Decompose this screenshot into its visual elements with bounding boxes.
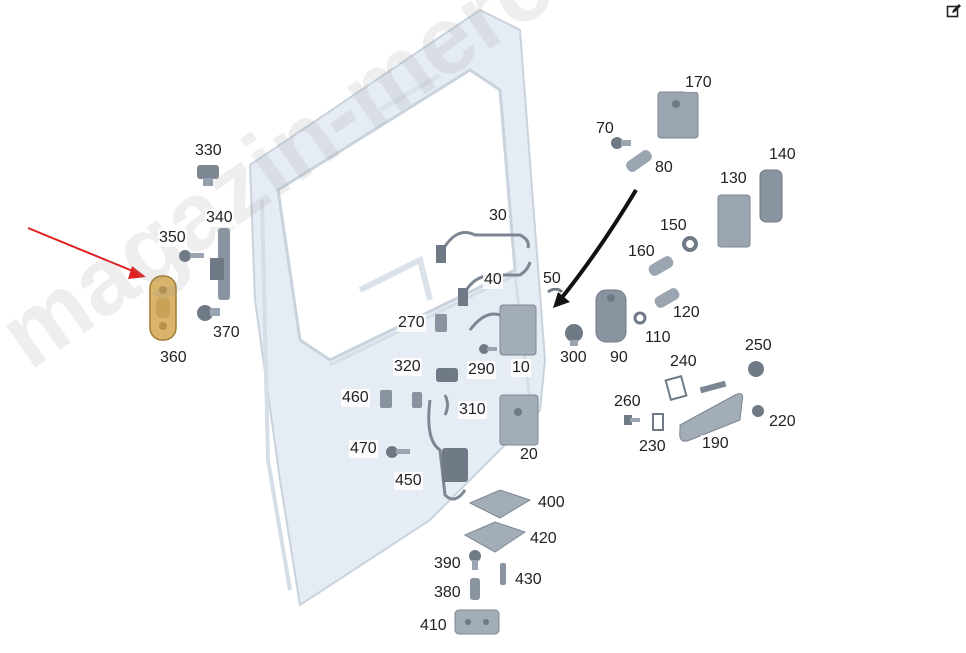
part-220-cap[interactable] <box>752 405 764 417</box>
part-40-cable[interactable] <box>458 261 532 306</box>
part-170-hinge[interactable] <box>657 91 699 139</box>
callout-300[interactable]: 300 <box>559 349 588 367</box>
part-90-door-stop[interactable] <box>595 289 627 343</box>
callout-260[interactable]: 260 <box>613 393 642 411</box>
callout-450[interactable]: 450 <box>394 472 423 490</box>
callout-390[interactable]: 390 <box>433 555 462 573</box>
callout-150[interactable]: 150 <box>659 217 688 235</box>
callout-430[interactable]: 430 <box>514 571 543 589</box>
part-260-screw[interactable] <box>624 415 640 425</box>
part-390-screw[interactable] <box>469 550 481 570</box>
assembly-direction-arrow <box>553 188 638 308</box>
callout-120[interactable]: 120 <box>672 304 701 322</box>
part-420-plate[interactable] <box>463 521 527 553</box>
red-pointer-arrow <box>27 227 146 279</box>
callout-470[interactable]: 470 <box>349 440 378 458</box>
callout-410[interactable]: 410 <box>419 617 448 635</box>
callout-380[interactable]: 380 <box>433 584 462 602</box>
part-360-striker-highlighted[interactable] <box>149 275 177 341</box>
callout-70[interactable]: 70 <box>595 120 615 138</box>
callout-20[interactable]: 20 <box>519 446 539 464</box>
part-140-cover[interactable] <box>759 169 783 223</box>
part-400-plate[interactable] <box>468 489 532 519</box>
part-50-clip[interactable] <box>547 287 564 294</box>
part-410-plate[interactable] <box>454 609 500 635</box>
part-320-connector[interactable] <box>436 368 458 382</box>
part-370-screw[interactable] <box>197 305 220 321</box>
part-70-bolt[interactable] <box>611 137 631 149</box>
callout-290[interactable]: 290 <box>467 361 496 379</box>
part-80-pin[interactable] <box>624 148 654 174</box>
callout-230[interactable]: 230 <box>638 438 667 456</box>
part-340-bracket[interactable] <box>210 228 230 300</box>
callout-360[interactable]: 360 <box>159 349 188 367</box>
callout-190[interactable]: 190 <box>701 435 730 453</box>
callout-400[interactable]: 400 <box>537 494 566 512</box>
part-290-screw[interactable] <box>479 344 497 354</box>
callout-340[interactable]: 340 <box>205 209 234 227</box>
callout-10[interactable]: 10 <box>511 359 531 377</box>
part-190-handle[interactable] <box>679 380 744 442</box>
callout-90[interactable]: 90 <box>609 349 629 367</box>
part-380-screw[interactable] <box>470 578 480 600</box>
pencil-square-icon[interactable] <box>946 3 962 19</box>
callout-30[interactable]: 30 <box>488 207 508 225</box>
part-330-bolt[interactable] <box>197 165 219 186</box>
callout-350[interactable]: 350 <box>158 229 187 247</box>
callout-130[interactable]: 130 <box>719 170 748 188</box>
part-150-washer[interactable] <box>682 236 698 252</box>
part-130-hinge[interactable] <box>717 194 751 248</box>
part-160-pin[interactable] <box>647 254 676 277</box>
callout-460[interactable]: 460 <box>341 389 370 407</box>
part-470-screw[interactable] <box>386 446 410 458</box>
part-250-cap[interactable] <box>748 361 764 377</box>
callout-160[interactable]: 160 <box>627 243 656 261</box>
callout-50[interactable]: 50 <box>542 270 562 288</box>
callout-170[interactable]: 170 <box>684 74 713 92</box>
part-10-lock[interactable] <box>468 304 537 356</box>
callout-40[interactable]: 40 <box>483 271 503 289</box>
part-240-gasket[interactable] <box>664 375 688 401</box>
callout-240[interactable]: 240 <box>669 353 698 371</box>
callout-330[interactable]: 330 <box>194 142 223 160</box>
part-230-gasket[interactable] <box>652 413 664 431</box>
part-450-actuator[interactable] <box>442 448 468 482</box>
part-300-plug[interactable] <box>565 324 583 346</box>
part-30-cable[interactable] <box>436 231 530 264</box>
callout-310[interactable]: 310 <box>458 401 487 419</box>
callout-110[interactable]: 110 <box>644 329 672 347</box>
callout-80[interactable]: 80 <box>654 159 674 177</box>
part-350-screw[interactable] <box>179 250 204 262</box>
callout-250[interactable]: 250 <box>744 337 773 355</box>
rear-door-panel <box>248 8 547 607</box>
callout-220[interactable]: 220 <box>768 413 797 431</box>
part-430-screw[interactable] <box>500 563 506 585</box>
callout-420[interactable]: 420 <box>529 530 558 548</box>
callout-320[interactable]: 320 <box>393 358 422 376</box>
part-110-washer[interactable] <box>633 311 647 325</box>
part-20-lock[interactable] <box>499 394 539 446</box>
callout-140[interactable]: 140 <box>768 146 797 164</box>
part-120-bolt[interactable] <box>653 286 682 309</box>
callout-370[interactable]: 370 <box>212 324 241 342</box>
part-460-clip[interactable] <box>380 390 422 408</box>
callout-270[interactable]: 270 <box>397 314 426 332</box>
part-270-clip[interactable] <box>435 314 447 332</box>
